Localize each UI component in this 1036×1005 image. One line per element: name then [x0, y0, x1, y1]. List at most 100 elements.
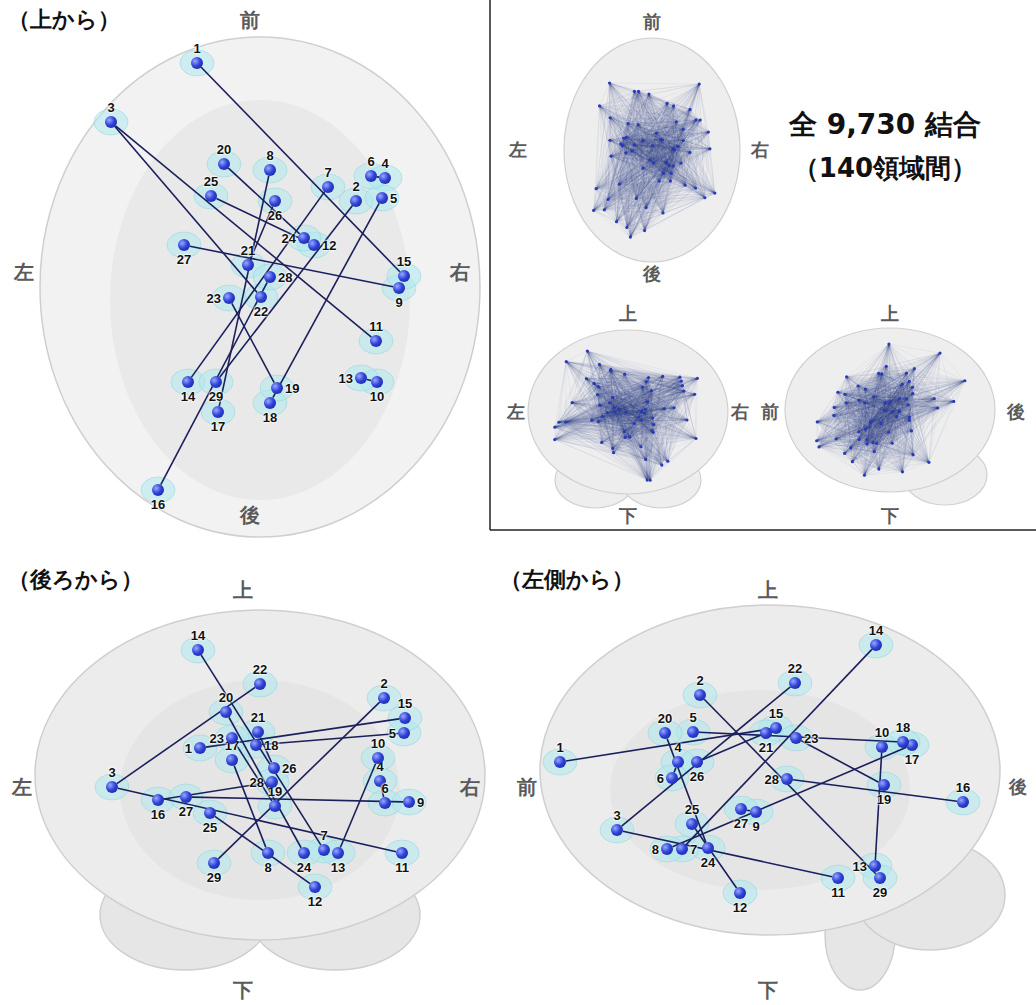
- callout-number: 11: [395, 861, 409, 874]
- back-view-brain: [35, 610, 485, 970]
- callout-number: 24: [297, 861, 311, 874]
- mesh-dot: [672, 164, 675, 167]
- callout-number: 16: [151, 498, 165, 511]
- region-node: 19: [269, 800, 281, 812]
- callout-number: 29: [209, 390, 223, 403]
- mesh-dot: [632, 422, 635, 425]
- mesh-dot: [608, 139, 611, 142]
- region-node: 3: [611, 824, 623, 836]
- mesh-dot: [907, 403, 910, 406]
- callout-number: 18: [264, 739, 278, 752]
- mesh-dot: [682, 139, 685, 142]
- callout-number: 11: [369, 320, 383, 333]
- callout-number: 5: [389, 727, 396, 740]
- callout-number: 21: [759, 741, 773, 754]
- mesh-dot: [887, 343, 890, 346]
- region-node: 8: [661, 843, 673, 855]
- mesh-dot: [672, 147, 675, 150]
- mesh-dot: [694, 118, 697, 121]
- mesh-dot: [655, 132, 658, 135]
- mesh-dot: [832, 414, 835, 417]
- mesh-dot: [713, 192, 716, 195]
- region-node: 3: [105, 116, 117, 128]
- mesh-dot: [644, 408, 647, 411]
- mesh-dot: [624, 151, 627, 154]
- mesh-dot: [624, 411, 627, 414]
- mesh-dot: [637, 123, 640, 126]
- mesh-dot: [646, 479, 649, 482]
- region-node: 2: [378, 692, 390, 704]
- callout-number: 27: [179, 805, 193, 818]
- callout-number: 29: [207, 871, 221, 884]
- region-node: 25: [204, 807, 216, 819]
- callout-number: 5: [390, 192, 397, 205]
- mesh-dot: [696, 377, 699, 380]
- mesh-dot: [612, 451, 615, 454]
- region-node: 17: [226, 754, 238, 766]
- mesh-dot: [680, 379, 683, 382]
- callout-number: 12: [733, 901, 747, 914]
- mesh-dot: [844, 401, 847, 404]
- mesh-dot: [698, 83, 701, 86]
- callout-number: 16: [956, 781, 970, 794]
- mesh-dot: [880, 372, 883, 375]
- callout-number: 27: [177, 253, 191, 266]
- mesh-dot: [699, 118, 702, 121]
- region-node: 24: [298, 232, 310, 244]
- mesh-dot: [911, 386, 914, 389]
- callout-number: 8: [652, 843, 659, 856]
- mesh-dot: [913, 367, 916, 370]
- connection-line: [234, 766, 266, 848]
- region-node: 11: [832, 872, 844, 884]
- mesh-dot: [652, 423, 655, 426]
- mesh-dot: [585, 377, 588, 380]
- mesh-dot: [661, 138, 664, 141]
- mesh-dot: [565, 360, 568, 363]
- region-node: 1: [194, 742, 206, 754]
- mesh-dot: [608, 401, 611, 404]
- connection-line: [191, 192, 324, 377]
- mesh-dot: [707, 130, 710, 133]
- region-node: 12: [734, 887, 746, 899]
- region-node: 8: [262, 847, 274, 859]
- region-node: 2: [350, 195, 362, 207]
- mesh-dot: [857, 430, 860, 433]
- region-node: 29: [874, 872, 886, 884]
- direction-label: 左: [509, 140, 527, 160]
- callout-number: 21: [251, 711, 265, 724]
- region-node: 26: [268, 762, 280, 774]
- mesh-dot: [864, 427, 867, 430]
- mesh-dot: [633, 90, 636, 93]
- direction-label: 上: [619, 304, 637, 324]
- mesh-dot: [647, 376, 650, 379]
- region-node: 12: [309, 881, 321, 893]
- callout-number: 21: [241, 244, 255, 257]
- direction-label: 右: [731, 402, 749, 422]
- region-node: 17: [212, 406, 224, 418]
- region-node: 1: [191, 57, 203, 69]
- mesh-dot: [639, 445, 642, 448]
- mesh-dot: [833, 406, 836, 409]
- callout-number: 13: [331, 861, 345, 874]
- region-node: 21: [242, 259, 254, 271]
- mesh-dot: [873, 450, 876, 453]
- mesh-lines: [817, 344, 965, 475]
- region-node: 21: [252, 726, 264, 738]
- callout-number: 16: [151, 808, 165, 821]
- callout-number: 26: [282, 762, 296, 775]
- mesh-dot: [883, 409, 886, 412]
- region-node: 8: [264, 164, 276, 176]
- callout-number: 11: [831, 886, 845, 899]
- callout-number: 17: [905, 753, 919, 766]
- mesh-dot: [891, 410, 894, 413]
- connection-line: [192, 797, 403, 802]
- direction-label: 前: [761, 402, 779, 422]
- connection-mesh: [553, 81, 966, 481]
- mesh-dot: [703, 196, 706, 199]
- region-node: 18: [897, 736, 909, 748]
- region-node: 23: [223, 292, 235, 304]
- callout-number: 10: [875, 726, 889, 739]
- mesh-dot: [666, 460, 669, 463]
- callout-number: 23: [207, 292, 221, 305]
- region-node: 28: [266, 776, 278, 788]
